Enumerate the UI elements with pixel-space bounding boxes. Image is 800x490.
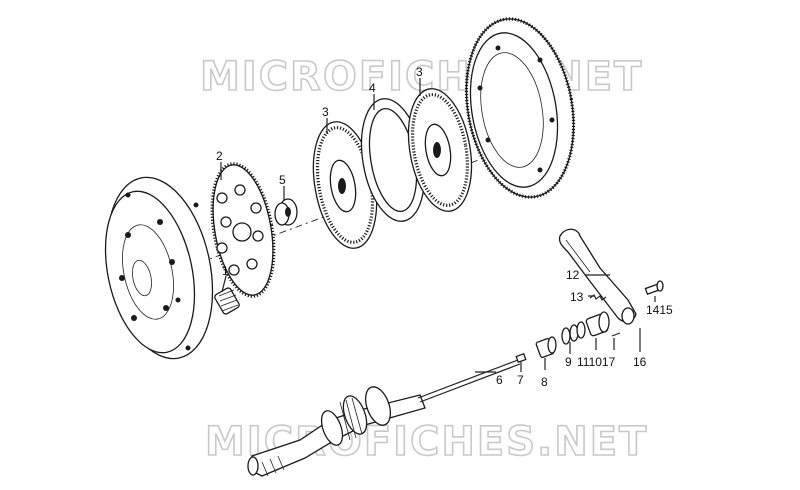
piston (535, 336, 557, 358)
gear-shaft (247, 386, 426, 477)
ring-gear (464, 17, 576, 199)
bush (585, 311, 610, 337)
label-part-7: 7 (517, 373, 524, 387)
label-part-11-10-17: 111017 (577, 355, 616, 369)
label-part-2: 2 (216, 149, 223, 163)
friction-disc-inner (312, 121, 378, 249)
label-part-3-inner: 3 (322, 105, 329, 119)
label-part-4: 4 (369, 81, 376, 95)
push-rod-edge (419, 363, 521, 403)
toothed-drive-plate (210, 162, 276, 298)
friction-disc-outer (407, 88, 473, 212)
small-pin-17 (611, 332, 621, 337)
label-part-13: 13 (570, 290, 584, 304)
leader-lines (220, 78, 656, 373)
label-part-3-outer: 3 (416, 65, 423, 79)
push-rod (417, 359, 519, 399)
hub (274, 198, 298, 226)
spring (214, 287, 240, 315)
label-part-8: 8 (541, 375, 548, 389)
small-pin (515, 352, 527, 364)
label-part-1: 1 (222, 264, 229, 278)
seal-rings (561, 321, 586, 345)
flywheel (104, 176, 214, 360)
lever-pin (644, 280, 664, 296)
label-part-9: 9 (565, 355, 572, 369)
callout-labels: 2 1 5 3 4 3 6 7 8 9 111017 16 12 13 1415 (216, 65, 673, 389)
spacer-ring (360, 98, 426, 222)
label-part-14-15: 1415 (646, 303, 673, 317)
label-part-16: 16 (633, 355, 647, 369)
watermark-top: MICROFICHES.NET (200, 54, 643, 100)
label-part-6: 6 (496, 373, 503, 387)
label-part-5: 5 (279, 173, 286, 187)
label-part-12: 12 (566, 268, 580, 282)
